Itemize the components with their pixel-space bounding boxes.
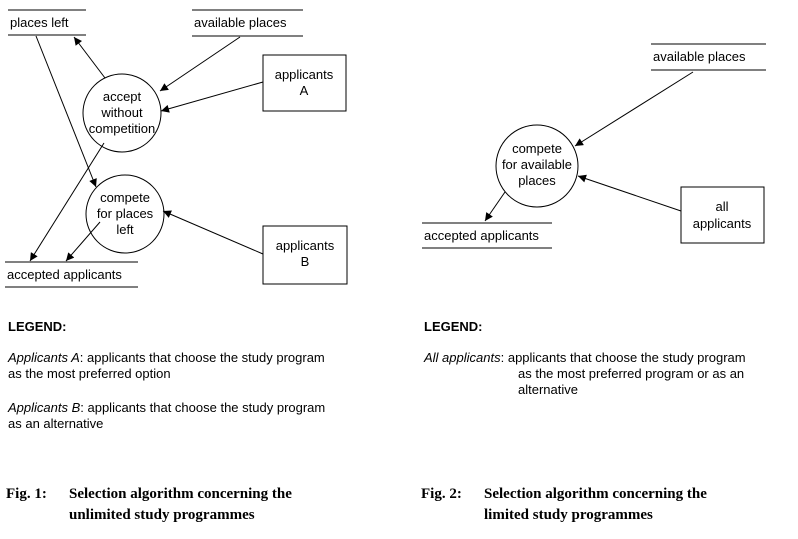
fig2-legend-text-all-1: : applicants that choose the study progr… (500, 350, 746, 365)
fig2-legend-text-all-3: alternative (518, 382, 578, 397)
fig1-entity-applicants-a-line-2: A (300, 83, 309, 98)
fig2-flow-compete-to-accepted (484, 191, 506, 222)
fig1-store-places-left-label: places left (10, 15, 69, 30)
fig1-flow-available-to-accept (159, 36, 241, 92)
fig1-legend-text-a-1: : applicants that choose the study progr… (79, 350, 325, 365)
diagram-canvas: places left available places accepted ap… (5, 9, 766, 288)
fig1-legend-entry-a: Applicants A: applicants that choose the… (8, 350, 325, 382)
fig2-legend-text-all-2: as the most preferred program or as an (518, 366, 745, 381)
fig1-process-compete: compete for places left (85, 174, 165, 254)
fig1-legend-text-b-2: as an alternative (8, 416, 104, 431)
fig1-caption-line-2: unlimited study programmes (69, 507, 255, 523)
fig1-entity-applicants-a: applicants A (262, 54, 347, 112)
fig1-flow-places-left-to-compete (35, 35, 97, 188)
fig1-entity-applicants-b: applicants B (262, 225, 348, 285)
fig2-entity-all-applicants-line-1: all (715, 199, 728, 214)
fig2-legend-term-all: All applicants (424, 350, 501, 365)
fig2-flow-available-to-compete (574, 71, 694, 147)
fig2-store-accepted-applicants: accepted applicants (422, 222, 552, 249)
fig1-legend-term-a: Applicants A (8, 350, 80, 365)
fig1-flow-accept-to-places-left (73, 36, 106, 79)
fig1-entity-applicants-a-line-1: applicants (275, 67, 334, 82)
fig1-store-available-places: available places (192, 9, 303, 37)
fig2-store-available-places: available places (651, 43, 766, 71)
fig1-entity-applicants-b-line-2: B (301, 254, 310, 269)
fig2-legend-title: LEGEND: (424, 319, 483, 334)
fig2-diagram: available places accepted applicants com… (422, 43, 766, 249)
fig1-process-accept: accept without competition (82, 73, 162, 153)
fig1-store-accepted-applicants-label: accepted applicants (7, 267, 122, 282)
fig2-store-available-places-label: available places (653, 49, 746, 64)
fig2-caption: Fig. 2: Selection algorithm concerning t… (421, 484, 791, 528)
fig2-process-compete-line-1: compete (512, 141, 562, 156)
fig2-flow-applicants-to-compete (577, 174, 682, 212)
fig1-caption-line-1: Selection algorithm concerning the (69, 486, 292, 502)
fig1-store-places-left: places left (8, 9, 86, 36)
fig1-flow-accept-to-accepted (29, 142, 105, 262)
fig2-store-accepted-applicants-label: accepted applicants (424, 228, 539, 243)
fig1-legend-text-a-2: as the most preferred option (8, 366, 171, 381)
fig1-process-accept-line-3: competition (89, 121, 155, 136)
fig1-flow-applicants-b-to-compete (162, 210, 264, 255)
fig1-process-compete-line-3: left (116, 222, 134, 237)
fig2-caption-line-2: limited study programmes (484, 507, 653, 523)
fig1-flow-compete-to-accepted (65, 221, 101, 262)
fig1-store-available-places-label: available places (194, 15, 287, 30)
fig1-legend-title: LEGEND: (8, 319, 67, 334)
fig1-legend-text-b-1: : applicants that choose the study progr… (80, 400, 326, 415)
fig1-caption-label: Fig. 1: (6, 486, 47, 502)
fig1-process-accept-line-1: accept (103, 89, 142, 104)
fig2-entity-all-applicants-line-2: applicants (693, 216, 752, 231)
fig1-entity-applicants-b-line-1: applicants (276, 238, 335, 253)
fig2-legend-entry-all: All applicants: applicants that choose t… (424, 350, 746, 398)
fig1-process-compete-line-2: for places (97, 206, 154, 221)
fig1-process-accept-line-2: without (100, 105, 143, 120)
fig2-process-compete-line-3: places (518, 173, 556, 188)
fig1-store-accepted-applicants: accepted applicants (5, 261, 138, 288)
fig1-caption: Fig. 1: Selection algorithm concerning t… (6, 484, 386, 528)
fig2-process-compete-line-2: for available (502, 157, 572, 172)
fig2-caption-line-1: Selection algorithm concerning the (484, 486, 707, 502)
fig1-flow-applicants-a-to-accept (160, 81, 264, 113)
fig1-process-compete-line-1: compete (100, 190, 150, 205)
fig2-process-compete: compete for available places (495, 124, 579, 208)
fig1-legend-entry-b: Applicants B: applicants that choose the… (8, 400, 325, 432)
fig2-caption-label: Fig. 2: (421, 486, 462, 502)
fig2-entity-all-applicants: all applicants (680, 186, 765, 244)
fig1-diagram: places left available places accepted ap… (5, 9, 348, 288)
fig1-legend-term-b: Applicants B (8, 400, 81, 415)
